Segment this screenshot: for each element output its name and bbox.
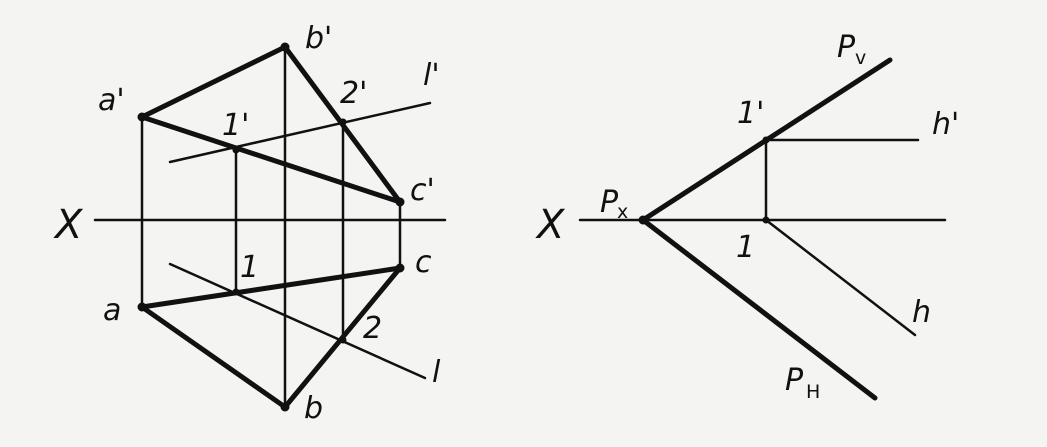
horizontal-h [764,218,917,337]
label-1: 1 [240,250,259,285]
right-diagram [578,57,947,401]
point-dot-1-prime [232,146,240,154]
label-l: l [432,355,441,390]
vertex-dot-c [395,263,405,273]
vertex-dot-b [280,402,290,412]
label-1-prime-right: 1' [737,96,764,131]
edge-a-prime-c-prime [139,114,403,205]
point-dot-1 [232,288,240,296]
point-dot-2-prime [339,118,347,126]
label-ph-subscript: H [806,381,820,403]
label-l-prime: l' [423,58,440,93]
label-a-prime: a' [98,83,125,118]
right-labels: X P x P v P H 1' 1 h' h [535,30,959,403]
point-dot-2 [339,336,347,344]
label-a: a [103,293,121,328]
label-b-prime: b' [305,21,332,56]
left-axis-label: X [53,202,84,248]
vertex-dot-a [137,302,147,312]
label-b: b [304,391,323,426]
label-c: c [415,245,432,280]
label-1-prime: 1' [222,108,249,143]
label-h: h [912,295,931,330]
label-pv-subscript: v [855,47,866,69]
vertex-dot-c-prime [395,197,405,207]
vertex-dot-a-prime [137,112,147,122]
edge-a-prime-b-prime [139,44,288,120]
label-1-right: 1 [736,230,755,265]
point-dot-1-right [762,216,770,224]
label-2: 2 [363,311,382,346]
right-axis-label: X [535,202,566,248]
left-labels: X a' b' c' 1' 2' l' a b c 1 2 l [53,21,441,426]
left-diagram [93,42,447,412]
edge-a-b [139,304,288,410]
label-px: P [600,185,619,220]
label-2-prime: 2' [340,76,367,111]
line-l [168,262,427,380]
point-dot-1-prime-right [762,136,770,144]
label-px-subscript: x [617,201,628,223]
edge-a-c [139,265,403,310]
vertex-dot-b-prime [280,42,290,52]
trace-ph [640,217,878,401]
point-dot-px [638,215,648,225]
line-l-prime [168,101,432,164]
label-h-prime: h' [932,107,959,142]
label-pv: P [837,30,856,65]
label-ph: P [785,363,804,398]
label-c-prime: c' [410,173,435,208]
